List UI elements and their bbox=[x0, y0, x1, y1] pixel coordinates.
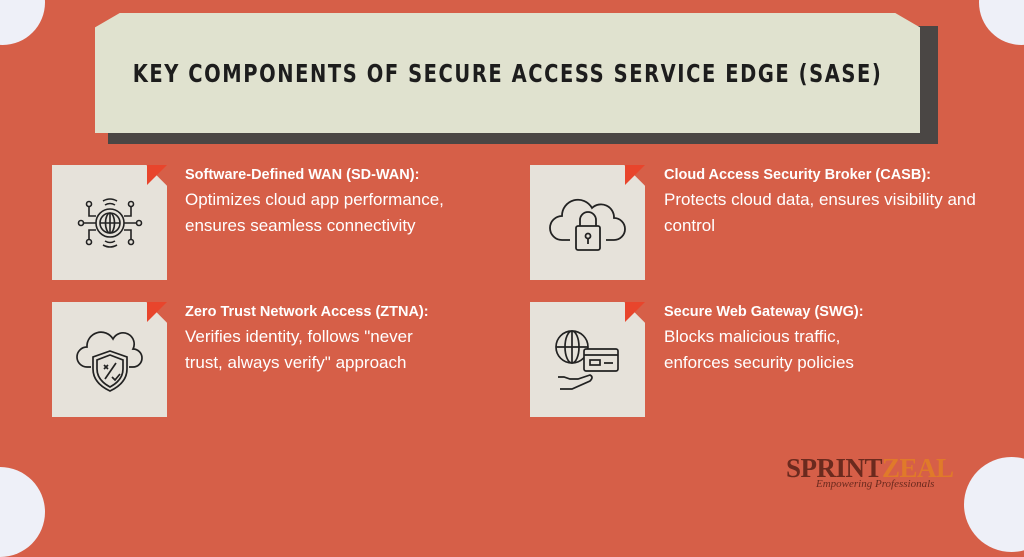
corner-blob bbox=[0, 0, 45, 45]
item-swg: Secure Web Gateway (SWG): Blocks malicio… bbox=[664, 304, 984, 376]
globe-card-hand-icon bbox=[530, 302, 645, 417]
item-description: Optimizes cloud app performance, ensures… bbox=[185, 190, 444, 235]
page-title: KEY COMPONENTS OF SECURE ACCESS SERVICE … bbox=[132, 58, 883, 88]
card-fold bbox=[147, 302, 167, 322]
card-ztna bbox=[52, 302, 167, 417]
title-banner: KEY COMPONENTS OF SECURE ACCESS SERVICE … bbox=[95, 13, 920, 133]
item-heading: Software-Defined WAN (SD-WAN): bbox=[185, 167, 420, 183]
item-sdwan: Software-Defined WAN (SD-WAN): Optimizes… bbox=[185, 167, 505, 239]
card-fold bbox=[625, 165, 645, 185]
card-fold bbox=[147, 165, 167, 185]
corner-blob bbox=[979, 0, 1024, 45]
item-description: Blocks malicious traffic, enforces secur… bbox=[664, 327, 854, 372]
corner-blob bbox=[964, 457, 1024, 552]
logo-part2: ZEAL bbox=[882, 453, 954, 483]
item-description: Verifies identity, follows "never trust,… bbox=[185, 327, 413, 372]
item-heading: Secure Web Gateway (SWG): bbox=[664, 304, 864, 320]
corner-blob bbox=[0, 467, 45, 557]
card-fold bbox=[625, 302, 645, 322]
item-ztna: Zero Trust Network Access (ZTNA): Verifi… bbox=[185, 304, 505, 376]
item-heading: Zero Trust Network Access (ZTNA): bbox=[185, 304, 429, 320]
card-swg bbox=[530, 302, 645, 417]
globe-network-icon bbox=[52, 165, 167, 280]
logo-tagline: Empowering Professionals bbox=[816, 478, 935, 490]
cloud-shield-icon bbox=[52, 302, 167, 417]
sprintzeal-logo: SPRINTZEAL Empowering Professionals bbox=[786, 453, 954, 490]
item-description: Protects cloud data, ensures visibility … bbox=[664, 190, 976, 235]
item-casb: Cloud Access Security Broker (CASB): Pro… bbox=[664, 167, 984, 239]
item-heading: Cloud Access Security Broker (CASB): bbox=[664, 167, 931, 183]
cloud-lock-icon bbox=[530, 165, 645, 280]
logo-part1: SPRINT bbox=[786, 453, 883, 483]
